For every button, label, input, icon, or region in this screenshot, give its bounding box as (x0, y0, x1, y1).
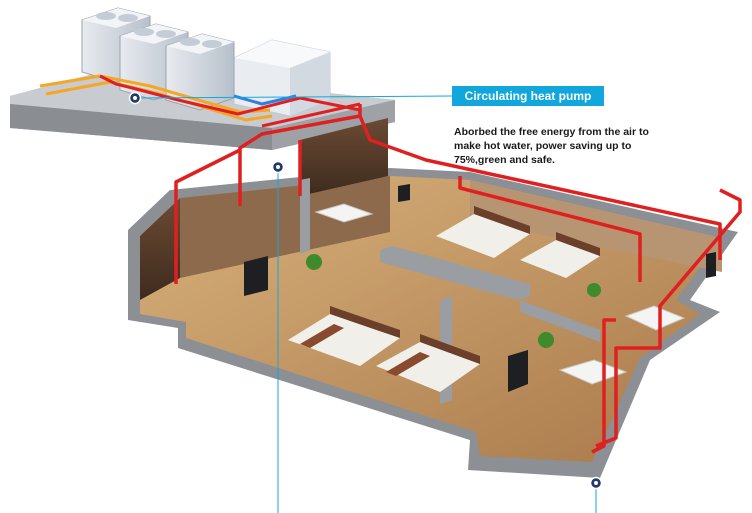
callout-leader-lines (134, 95, 597, 513)
bed-4 (520, 232, 600, 278)
hotel-walls (140, 118, 722, 300)
water-tank (233, 39, 331, 117)
roof-pipes (39, 74, 361, 128)
callout-marker-bath (589, 476, 603, 490)
bed-1 (288, 306, 400, 366)
callout-title: Circulating heat pump units (452, 86, 604, 123)
callout-marker-roof (128, 91, 142, 105)
callout-marker-room (271, 160, 285, 174)
plants (306, 254, 601, 348)
tv-units (244, 184, 716, 392)
bed-3 (436, 206, 530, 258)
bed-2 (376, 334, 480, 392)
heat-pump-unit-3 (165, 33, 235, 111)
hot-water-pipes (174, 104, 742, 454)
bathrooms (314, 203, 686, 385)
callout-description: Aborbed the free energy from the air to … (454, 126, 649, 166)
